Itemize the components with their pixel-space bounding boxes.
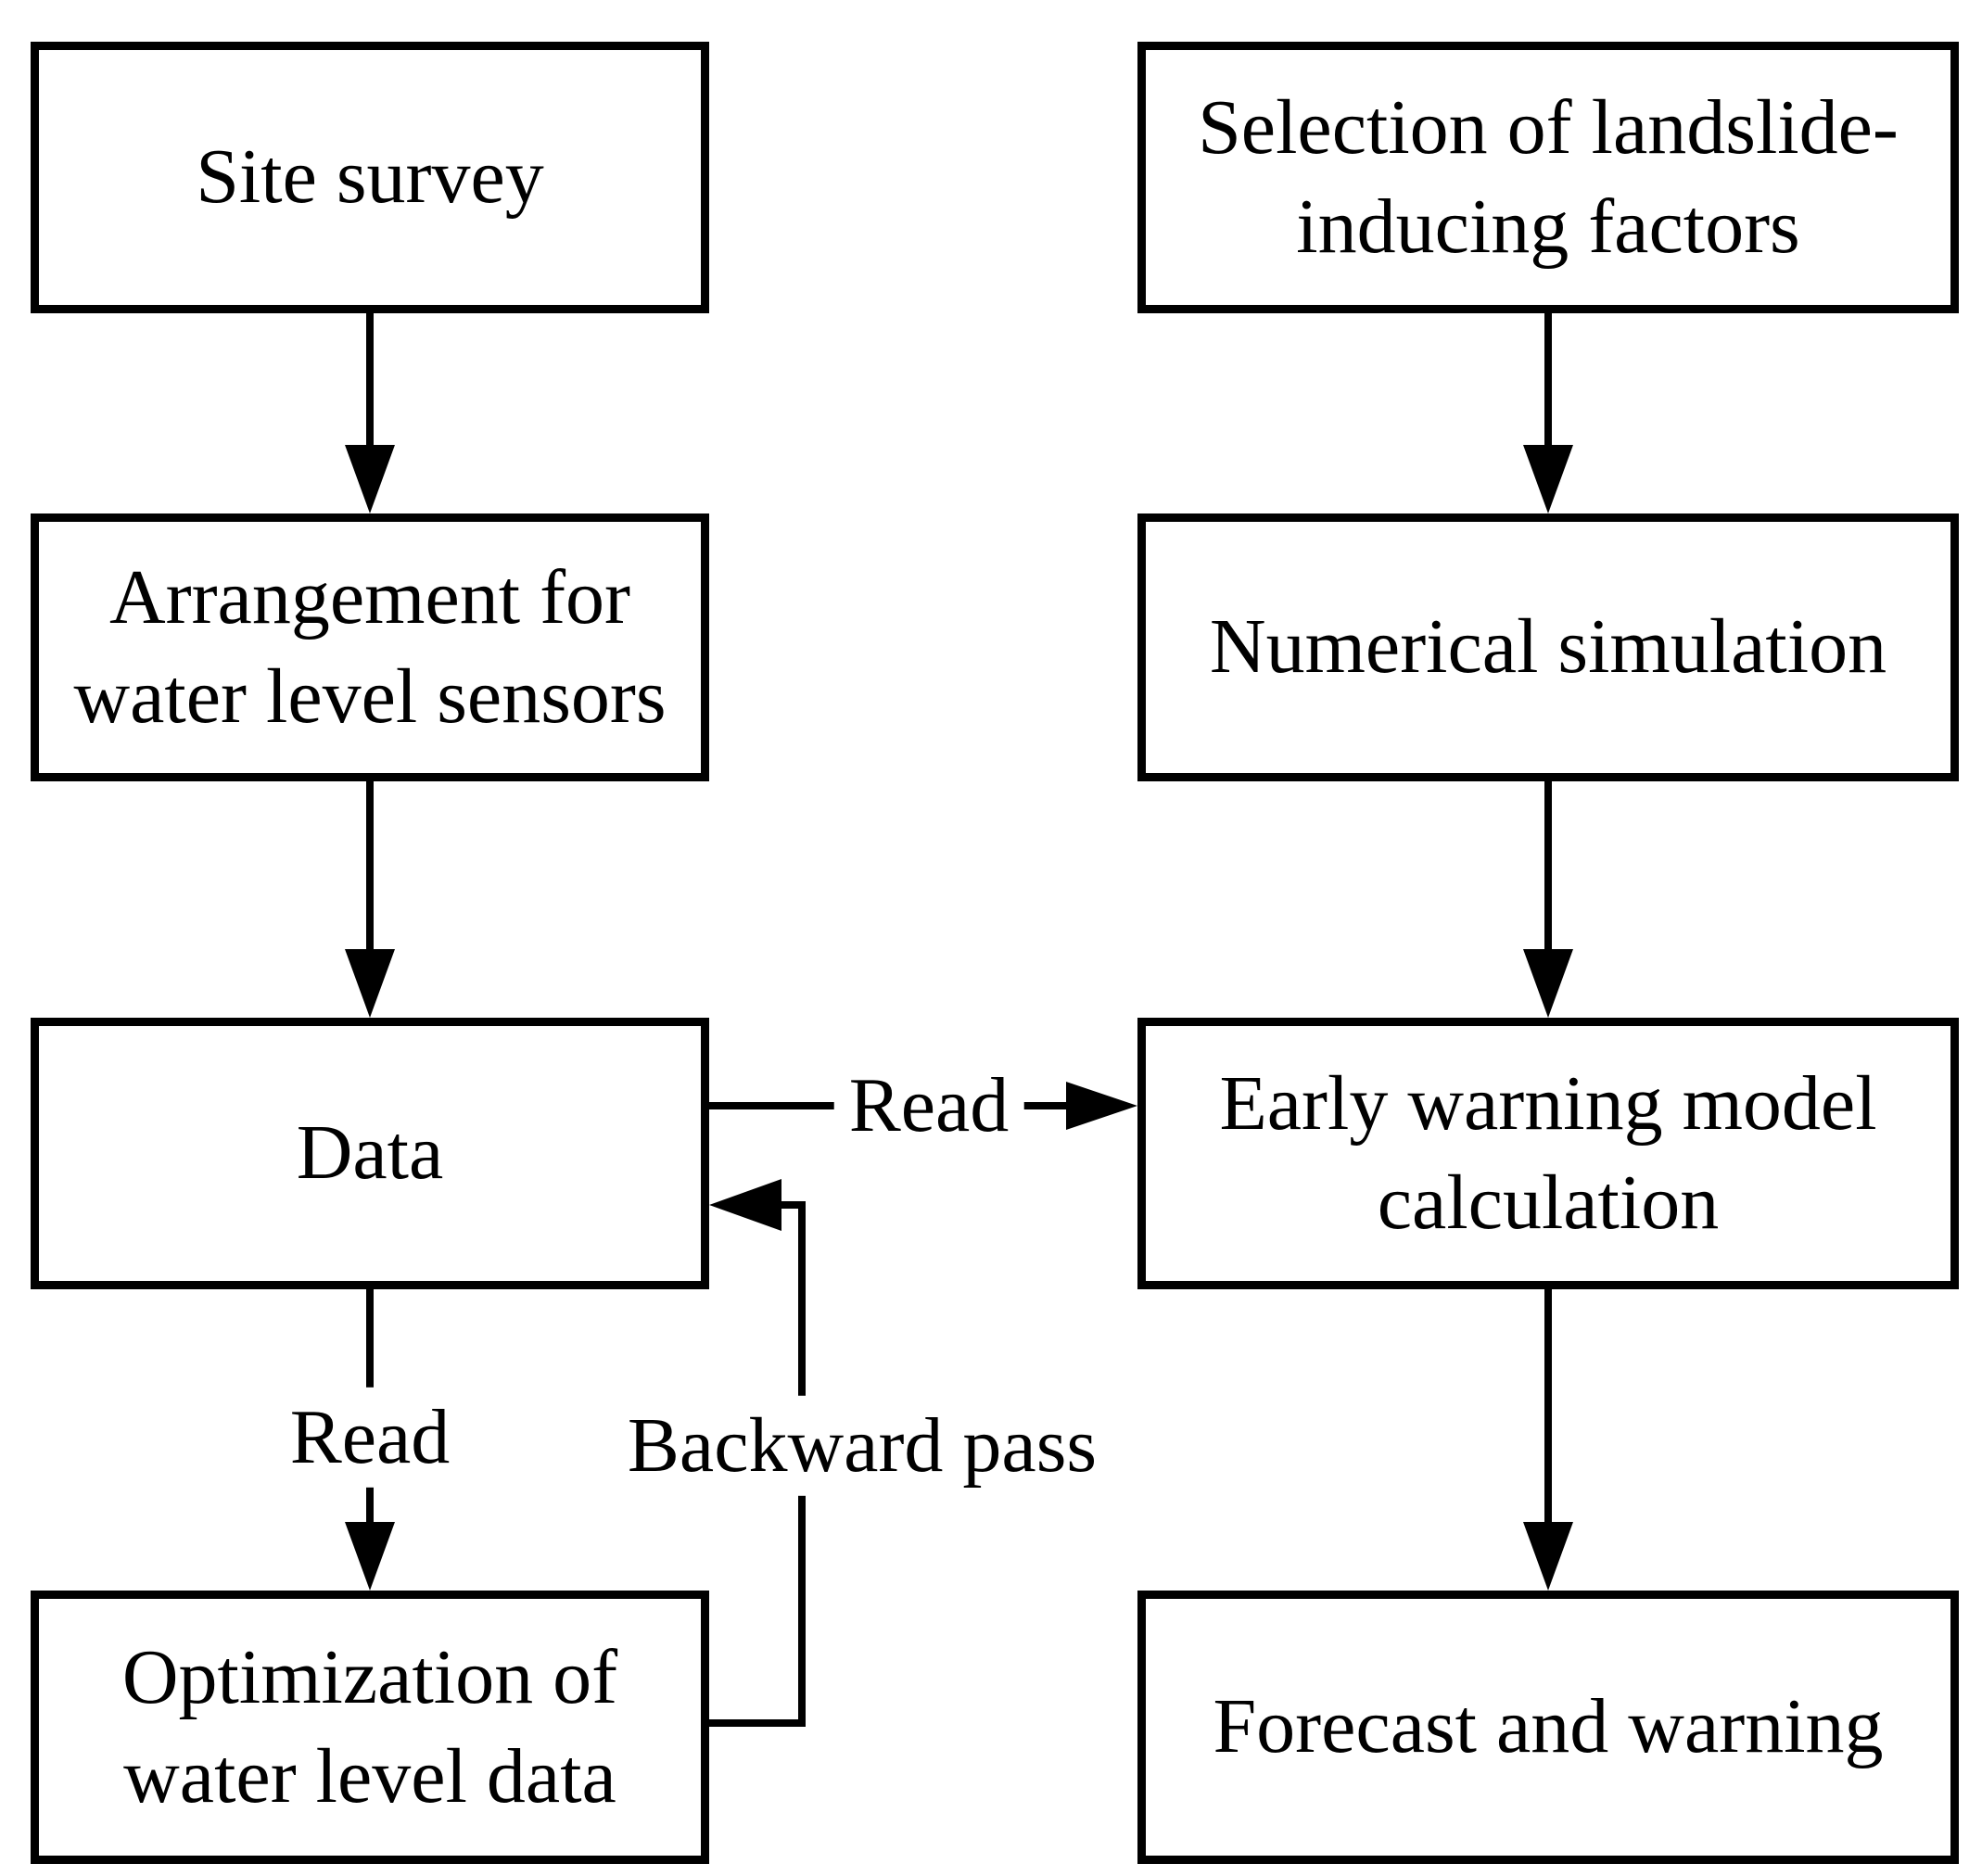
read-label-horizontal: Read — [833, 1055, 1024, 1157]
node-selection-landslide-factors: Selection of landslide- inducing factors — [1137, 42, 1959, 313]
arrow-arrangement-to-data — [345, 775, 395, 1018]
node-optimization-water-level-data: Optimization of water level data — [31, 1591, 709, 1864]
arrow-selection-to-numerical — [1523, 310, 1573, 513]
node-site-survey: Site survey — [31, 42, 709, 313]
node-arrangement-water-level-sensors: Arrangement for water level sensors — [31, 513, 709, 781]
arrow-site-to-arrangement — [345, 310, 395, 513]
node-early-warning-model-calculation: Early warning model calculation — [1137, 1018, 1959, 1289]
node-forecast-and-warning: Forecast and warning — [1137, 1591, 1959, 1864]
node-data: Data — [31, 1018, 709, 1289]
arrow-numerical-to-early-warning — [1523, 775, 1573, 1018]
node-numerical-simulation: Numerical simulation — [1137, 513, 1959, 781]
arrow-early-warning-to-forecast — [1523, 1286, 1573, 1591]
read-label-vertical: Read — [274, 1387, 465, 1489]
backward-pass-label: Backward pass — [612, 1395, 1112, 1497]
